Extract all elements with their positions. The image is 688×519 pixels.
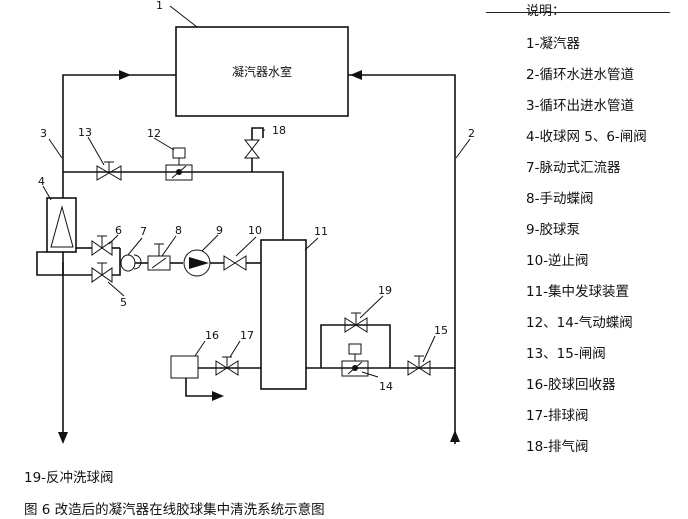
legend-rule <box>486 12 670 13</box>
legend-item: 4-收球网 5、6-闸阀 <box>526 129 647 145</box>
legend-item: 11-集中发球装置 <box>526 284 630 300</box>
collector-triangle <box>50 205 74 248</box>
ball-recovery-16 <box>170 355 199 379</box>
legend-heading: 说明： <box>526 4 566 19</box>
legend-item: 8-手动蝶阀 <box>526 191 594 207</box>
callout-13: 13 <box>78 126 92 139</box>
callout-17: 17 <box>240 329 254 342</box>
inlet-arrow-mid <box>350 70 362 80</box>
legend-item: 16-胶球回收器 <box>526 377 616 393</box>
callout-16: 16 <box>205 329 219 342</box>
condenser-label: 凝汽器水室 <box>232 64 292 79</box>
footer-note: 19-反冲洗球阀 <box>24 470 114 486</box>
gate-valve-15 <box>407 360 431 376</box>
legend-item: 13、15-闸阀 <box>526 346 606 362</box>
launcher-11 <box>260 239 307 390</box>
backflush-valve-19 <box>344 317 368 333</box>
callout-10: 10 <box>248 224 262 237</box>
callout-6: 6 <box>115 224 122 237</box>
legend-item: 9-胶球泵 <box>526 222 580 238</box>
collector-screen <box>46 197 77 253</box>
callout-4: 4 <box>38 175 45 188</box>
gate-valve-13 <box>96 165 122 181</box>
callout-3: 3 <box>40 127 47 140</box>
outlet-arrow-mid <box>119 70 131 80</box>
inlet-pipe <box>348 74 456 444</box>
figure-caption: 图 6 改造后的凝汽器在线胶球集中清洗系统示意图 <box>24 502 325 518</box>
legend-item: 1-凝汽器 <box>526 36 580 52</box>
callout-19: 19 <box>378 284 392 297</box>
legend-item: 18-排气阀 <box>526 439 589 455</box>
callout-8: 8 <box>175 224 182 237</box>
legend-item: 3-循环出进水管道 <box>526 98 634 114</box>
check-valve-10 <box>223 255 247 271</box>
legend-item: 2-循环水进水管道 <box>526 67 634 83</box>
callout-18: 18 <box>272 124 286 137</box>
callout-9: 9 <box>216 224 223 237</box>
gate-valve-5 <box>91 267 113 283</box>
legend-item: 17-排球阀 <box>526 408 589 424</box>
legend-item: 10-逆止阀 <box>526 253 589 269</box>
legend-item: 12、14-气动蝶阀 <box>526 315 633 331</box>
drain-valve-17 <box>215 360 239 376</box>
callout-14: 14 <box>379 380 393 393</box>
callout-1: 1 <box>156 0 163 12</box>
pulse-distributor-7 <box>133 254 142 270</box>
recovery-arrow <box>212 391 224 401</box>
callout-11: 11 <box>314 225 328 238</box>
legend-item: 7-脉动式汇流器 <box>526 160 621 176</box>
callout-2: 2 <box>468 127 475 140</box>
callout-5: 5 <box>120 296 127 309</box>
callout-7: 7 <box>140 225 147 238</box>
vent-line <box>63 171 284 240</box>
outlet-arrow-down <box>58 432 68 444</box>
callout-15: 15 <box>434 324 448 337</box>
callout-12: 12 <box>147 127 161 140</box>
exhaust-valve-18 <box>243 139 261 159</box>
outlet-pipe <box>62 74 176 198</box>
condenser-box <box>175 26 349 117</box>
inlet-arrow-up <box>450 430 460 442</box>
